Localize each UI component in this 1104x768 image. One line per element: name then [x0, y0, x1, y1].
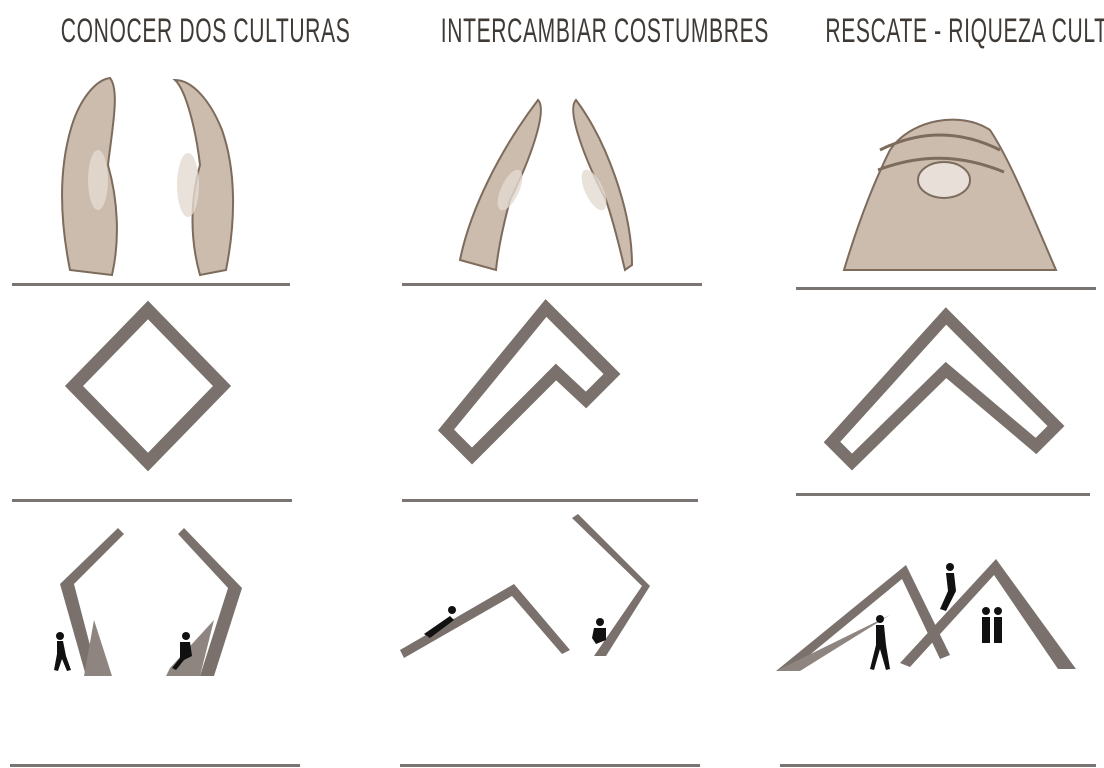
column-intercambiar: INTERCAMBIAR COSTUMBRES: [380, 0, 700, 768]
column-title: INTERCAMBIAR COSTUMBRES: [441, 12, 639, 51]
climbing-person-icon: [940, 563, 956, 611]
crossing-slab-structure: [760, 545, 1104, 685]
sloping-structure: [380, 510, 700, 680]
row-divider: [780, 764, 1096, 767]
walking-person-icon: [870, 615, 890, 670]
split-diamond-structure: [0, 520, 320, 690]
couple-standing-icon: [982, 607, 1002, 643]
row-divider: [12, 499, 292, 502]
chevron-shape: [760, 300, 1104, 500]
row-divider: [400, 764, 700, 767]
folded-shape: [380, 300, 700, 500]
column-rescate: RESCATE - RIQUEZA CULTURA: [760, 0, 1104, 768]
sitting-person-icon: [592, 618, 606, 644]
column-conocer: CONOCER DOS CULTURAS: [0, 0, 320, 768]
column-title: CONOCER DOS CULTURAS: [61, 12, 259, 51]
row-divider: [402, 283, 702, 286]
hands-roof-illustration: [380, 70, 700, 285]
row-divider: [10, 764, 300, 767]
row-divider: [12, 283, 290, 286]
hands-apart-illustration: [0, 70, 320, 285]
row-divider: [796, 287, 1096, 290]
walking-person-icon: [54, 632, 71, 671]
diamond-shape: [0, 300, 320, 500]
column-title: RESCATE - RIQUEZA CULTURA: [825, 12, 1038, 51]
row-divider: [402, 499, 698, 502]
hands-interlocked-illustration: [760, 80, 1104, 290]
row-divider: [796, 493, 1090, 496]
